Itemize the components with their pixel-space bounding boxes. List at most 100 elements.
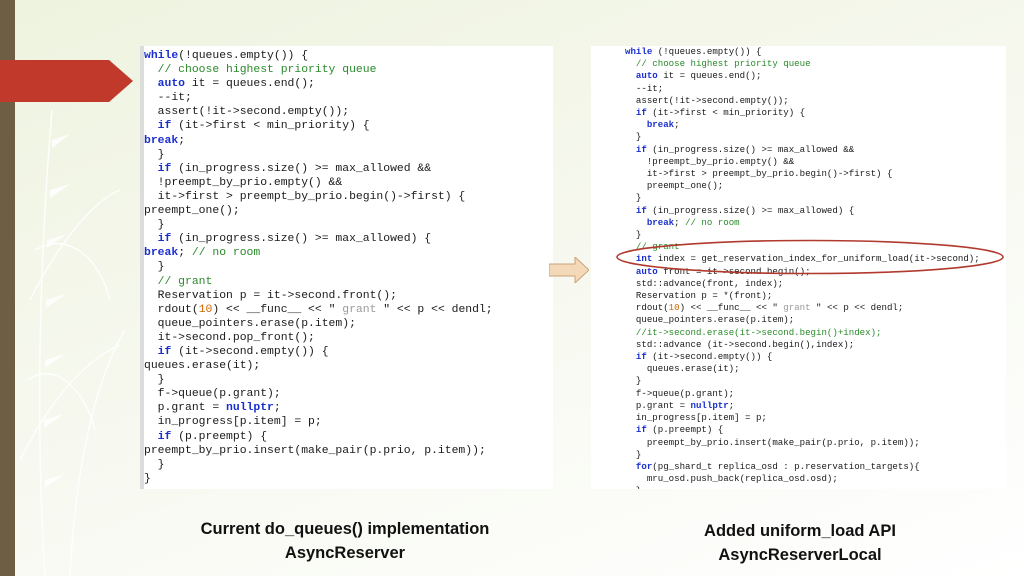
code-line: if (in_progress.size() >= max_allowed) { — [144, 232, 493, 246]
code-token — [625, 461, 636, 472]
code-token: (in_progress.size() >= max_allowed && — [171, 162, 432, 175]
code-token: (in_progress.size() >= max_allowed && — [646, 143, 855, 155]
code-token: p.grant = — [625, 399, 691, 411]
code-token: auto — [635, 265, 658, 277]
code-token: if — [157, 345, 172, 358]
code-token: break — [144, 134, 179, 147]
code-token: nullptr — [226, 402, 274, 415]
code-line: f->queue(p.grant); — [144, 387, 493, 401]
code-line: break; // no room — [144, 246, 493, 260]
code-token: grant — [342, 303, 377, 316]
code-line: while (!queues.empty()) { — [625, 46, 980, 58]
code-token: assert(!it->second.empty()); — [144, 106, 350, 119]
code-token: } — [144, 148, 165, 161]
code-token: preempt_by_prio.insert(make_pair(p.prio,… — [144, 444, 486, 457]
code-token: assert(!it->second.empty()); — [625, 94, 789, 106]
code-line: --it; — [625, 83, 980, 95]
code-line: mru_osd.push_back(replica_osd.osd); — [625, 473, 980, 485]
code-token: } — [144, 219, 165, 232]
code-token: 10 — [668, 302, 680, 314]
code-line: } — [625, 131, 980, 143]
code-line: Reservation p = it->second.front(); — [144, 289, 493, 303]
code-token: it = queues.end(); — [185, 78, 315, 91]
code-line: break; — [144, 134, 493, 148]
code-token — [625, 327, 636, 338]
code-token: if — [635, 351, 647, 363]
code-line: while(!queues.empty()) { — [144, 49, 493, 63]
code-token: } — [144, 374, 165, 387]
code-token: } — [144, 458, 165, 471]
code-token: preempt_one(); — [625, 180, 724, 192]
code-token: ) << __func__ << " — [679, 302, 784, 314]
code-token: ; — [674, 216, 686, 228]
code-line: p.grant = nullptr; — [144, 401, 493, 415]
code-line: } — [144, 260, 493, 274]
code-token: (it->second.empty()) { — [646, 351, 773, 363]
code-token: rdout( — [144, 303, 199, 316]
code-token: break — [646, 216, 675, 228]
code-line: break; — [625, 119, 980, 131]
code-line: if (it->second.empty()) { — [625, 351, 980, 363]
code-line: } — [144, 373, 493, 387]
code-line: queues.erase(it); — [625, 363, 980, 375]
code-token: break — [144, 247, 179, 260]
code-token: grant — [783, 302, 811, 314]
code-line: --it; — [144, 91, 493, 105]
code-token: (!queues.empty()) { — [652, 46, 762, 57]
editor-gutter — [140, 46, 144, 489]
code-token — [144, 346, 158, 358]
code-line: queues.erase(it); — [144, 359, 493, 373]
code-token: } — [144, 472, 151, 485]
code-token: !preempt_by_prio.empty() && — [625, 155, 795, 167]
code-line: it->second.pop_front(); — [144, 331, 493, 345]
code-line: if (in_progress.size() >= max_allowed && — [144, 162, 493, 176]
code-token: queues.erase(it); — [625, 363, 740, 375]
code-token: if — [635, 143, 647, 155]
code-line: rdout(10) << __func__ << " grant " << p … — [144, 303, 493, 317]
code-token — [144, 78, 158, 90]
code-screenshot-right: while (!queues.empty()) { // choose high… — [591, 46, 1006, 489]
code-token: (it->second.empty()) { — [171, 345, 329, 358]
code-line: f->queue(p.grant); — [625, 388, 980, 400]
code-line: // choose highest priority queue — [625, 58, 980, 70]
code-token: it = queues.end(); — [657, 70, 762, 82]
code-token — [144, 120, 158, 132]
highlight-ellipse — [616, 239, 1004, 275]
code-token: ; — [728, 399, 735, 411]
code-token: 10 — [198, 303, 213, 316]
code-line: if (it->second.empty()) { — [144, 345, 493, 359]
code-line: } — [625, 449, 980, 461]
code-token: // choose highest priority queue — [157, 64, 377, 77]
code-token: queue_pointers.erase(p.item); — [625, 314, 795, 326]
code-token: int — [635, 253, 653, 265]
code-token: auto — [157, 78, 186, 91]
code-token: --it; — [144, 92, 192, 105]
code-token: std::advance(front, index); — [625, 277, 784, 289]
code-token: ) << __func__ << " — [212, 303, 343, 316]
code-token — [625, 217, 647, 228]
code-token: if — [157, 162, 172, 175]
code-line: // choose highest priority queue — [144, 63, 493, 77]
code-token: (p.preempt) { — [171, 430, 268, 443]
code-token: if — [635, 424, 647, 436]
code-line: !preempt_by_prio.empty() && — [144, 176, 493, 190]
code-token: } — [625, 229, 642, 241]
code-token: } — [625, 192, 642, 204]
code-token: f->queue(p.grant); — [625, 387, 735, 399]
code-token: " << p << dendl; — [810, 302, 904, 314]
code-token: (it->first < min_priority) { — [646, 107, 806, 119]
code-token: mru_osd.push_back(replica_osd.osd); — [625, 473, 838, 485]
code-screenshot-left: while(!queues.empty()) { // choose highe… — [140, 46, 553, 489]
code-token: std::advance (it->second.begin(),index); — [625, 338, 855, 350]
code-line: preempt_one(); — [144, 204, 493, 218]
code-token: (pg_shard_t replica_osd : p.reservation_… — [652, 460, 920, 472]
code-token: if — [635, 107, 647, 119]
code-token: while — [144, 50, 179, 62]
code-line: p.grant = nullptr; — [625, 400, 980, 412]
caption-left: Current do_queues() implementation Async… — [140, 517, 550, 565]
caption-right-line1: Added uniform_load API — [704, 522, 896, 540]
code-token: } — [625, 448, 642, 460]
code-line: } — [625, 229, 980, 241]
code-line: break; // no room — [625, 217, 980, 229]
code-token: Reservation p = it->second.front(); — [144, 289, 397, 302]
